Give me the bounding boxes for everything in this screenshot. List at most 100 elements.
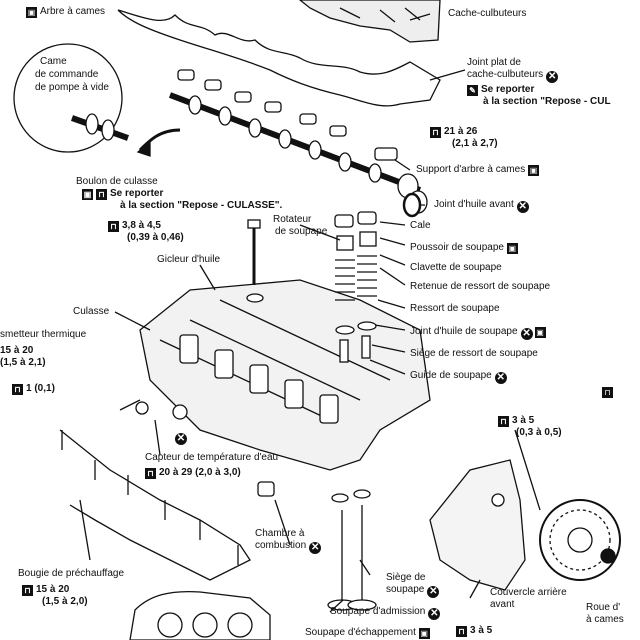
support-arbre-text: Support d'arbre à cames — [416, 164, 526, 175]
label-arbre-a-cames: ▣Arbre à cames — [26, 6, 105, 18]
soupape-admission-text: Soupape d'admission — [330, 606, 426, 617]
label-se-reporter-2: ▣⊓Se reporter — [82, 188, 163, 200]
clipped-torque-icon: ⊓ — [602, 386, 616, 398]
label-ressort: Ressort de soupape — [410, 303, 500, 314]
replace-x-icon: ✕ — [175, 433, 187, 445]
label-torque-support-2: (2,1 à 2,7) — [452, 138, 498, 149]
torque-gicleur-text: 3,8 à 4,5 — [122, 220, 161, 231]
label-se-reporter-2b: à la section "Repose - CULASSE". — [120, 200, 283, 211]
label-soupape-admission: Soupape d'admission✕ — [330, 606, 441, 620]
label-torque-support-1: ⊓21 à 26 — [430, 126, 477, 138]
camshaft-symbol-icon: ▣ — [534, 327, 546, 338]
label-torque-capteur: ⊓20 à 29 (2,0 à 3,0) — [145, 467, 241, 479]
se-reporter-2-text: Se reporter — [110, 188, 164, 199]
label-torque-gicleur-1: ⊓3,8 à 4,5 — [108, 220, 161, 232]
torque-bougie-text: 15 à 20 — [36, 584, 70, 595]
camshaft-symbol-icon: ▣ — [527, 165, 539, 176]
label-roue-2: à cames — [586, 614, 624, 625]
label-came-3: de pompe à vide — [35, 82, 109, 93]
torque-bottom-text: 3 à 5 — [470, 625, 493, 636]
soupape-echappement-text: Soupape d'échappement — [305, 627, 416, 638]
camshaft-symbol-icon: ▣ — [506, 243, 518, 254]
label-cache-culbuteurs: Cache-culbuteurs — [448, 8, 527, 19]
label-torque-bougie-1: ⊓15 à 20 — [22, 584, 69, 596]
label-transmetteur: smetteur thermique — [0, 329, 87, 340]
label-joint-plat-2: cache-culbuteurs✕ — [467, 69, 559, 83]
torque-wrench-icon: ⊓ — [96, 189, 107, 200]
label-siege-soupape-1: Siège de — [386, 572, 426, 583]
label-capteur: Capteur de température d'eau — [145, 452, 279, 463]
camshaft-symbol-icon: ▣ — [26, 7, 37, 18]
label-came-1: Came — [40, 56, 67, 67]
torque-small-text: 1 (0,1) — [26, 383, 55, 394]
arbre-a-cames-text: Arbre à cames — [40, 6, 106, 17]
label-bougie: Bougie de préchauffage — [18, 568, 125, 579]
label-torque-bougie-2: (1,5 à 2,0) — [42, 596, 88, 607]
label-boulon-culasse: Boulon de culasse — [76, 176, 158, 187]
torque-wrench-icon: ⊓ — [602, 387, 613, 398]
label-torque-transmetteur-1: 15 à 20 — [0, 345, 34, 356]
joint-huile-soupape-text: Joint d'huile de soupape — [410, 326, 518, 337]
label-siege-soupape-2: soupape✕ — [386, 584, 440, 598]
label-torque-cover-1: ⊓3 à 5 — [498, 415, 534, 427]
torque-support-text: 21 à 26 — [444, 126, 478, 137]
replace-x-icon: ✕ — [427, 586, 440, 598]
label-gicleur: Gicleur d'huile — [157, 254, 221, 265]
label-culasse: Culasse — [73, 306, 110, 317]
replace-x-icon: ✕ — [546, 71, 559, 83]
label-torque-gicleur-2: (0,39 à 0,46) — [127, 232, 184, 243]
replace-x-icon: ✕ — [494, 372, 507, 384]
label-soupape-echappement: Soupape d'échappement ▣ — [305, 627, 433, 639]
se-reporter-text: Se reporter — [481, 84, 535, 95]
camshaft-symbol-icon: ▣ — [418, 628, 430, 639]
label-se-reporter-1b: à la section "Repose - CUL — [483, 96, 611, 107]
torque-wrench-icon: ⊓ — [12, 384, 23, 395]
label-roue-1: Roue d' — [586, 602, 621, 613]
label-couvercle-1: Couvercle arrière — [490, 587, 567, 598]
replace-x-icon: ✕ — [516, 201, 529, 213]
label-torque-transmetteur-2: (1,5 à 2,1) — [0, 357, 46, 368]
torque-wrench-icon: ⊓ — [456, 626, 467, 637]
label-torque-bottom: ⊓3 à 5 — [456, 625, 492, 637]
camshaft-symbol-icon: ▣ — [82, 189, 93, 200]
torque-capteur-text: 20 à 29 (2,0 à 3,0) — [159, 467, 241, 478]
replace-x-icon: ✕ — [520, 328, 533, 340]
label-joint-huile-soupape: Joint d'huile de soupape✕▣ — [410, 326, 549, 340]
torque-wrench-icon: ⊓ — [498, 416, 509, 427]
siege-soupape-text: soupape — [386, 584, 425, 595]
label-came-2: de commande — [35, 69, 99, 80]
label-torque-small: ⊓1 (0,1) — [12, 383, 55, 395]
pen-symbol-icon: ✎ — [467, 85, 478, 96]
guide-text: Guide de soupape — [410, 370, 492, 381]
replace-x-marker: ✕ — [172, 431, 187, 445]
label-chambre-1: Chambre à — [255, 528, 305, 539]
label-siege-ressort: Siège de ressort de soupape — [410, 348, 538, 359]
label-cale: Cale — [410, 220, 431, 231]
label-guide: Guide de soupape✕ — [410, 370, 507, 384]
label-rotateur-1: Rotateur — [273, 214, 312, 225]
torque-wrench-icon: ⊓ — [22, 585, 33, 596]
label-retenue: Retenue de ressort de soupape — [410, 281, 551, 292]
label-support-arbre: Support d'arbre à cames ▣ — [416, 164, 542, 176]
chambre-text: combustion — [255, 540, 307, 551]
label-couvercle-2: avant — [490, 599, 515, 610]
label-joint-huile-avant: Joint d'huile avant✕ — [434, 199, 529, 213]
torque-wrench-icon: ⊓ — [108, 221, 119, 232]
label-joint-plat-1: Joint plat de — [467, 57, 521, 68]
torque-wrench-icon: ⊓ — [430, 127, 441, 138]
torque-wrench-icon: ⊓ — [145, 468, 156, 479]
label-clavette: Clavette de soupape — [410, 262, 502, 273]
torque-cover-text: 3 à 5 — [512, 415, 535, 426]
label-rotateur-2: de soupape — [275, 226, 328, 237]
replace-x-icon: ✕ — [428, 608, 441, 620]
poussoir-text: Poussoir de soupape — [410, 242, 504, 253]
joint-huile-avant-text: Joint d'huile avant — [434, 199, 514, 210]
label-chambre-2: combustion✕ — [255, 540, 322, 554]
joint-plat-text: cache-culbuteurs — [467, 69, 544, 80]
label-se-reporter-1: ✎Se reporter — [467, 84, 534, 96]
replace-x-icon: ✕ — [309, 542, 322, 554]
label-poussoir: Poussoir de soupape ▣ — [410, 242, 521, 254]
label-torque-cover-2: (0,3 à 0,5) — [516, 427, 562, 438]
